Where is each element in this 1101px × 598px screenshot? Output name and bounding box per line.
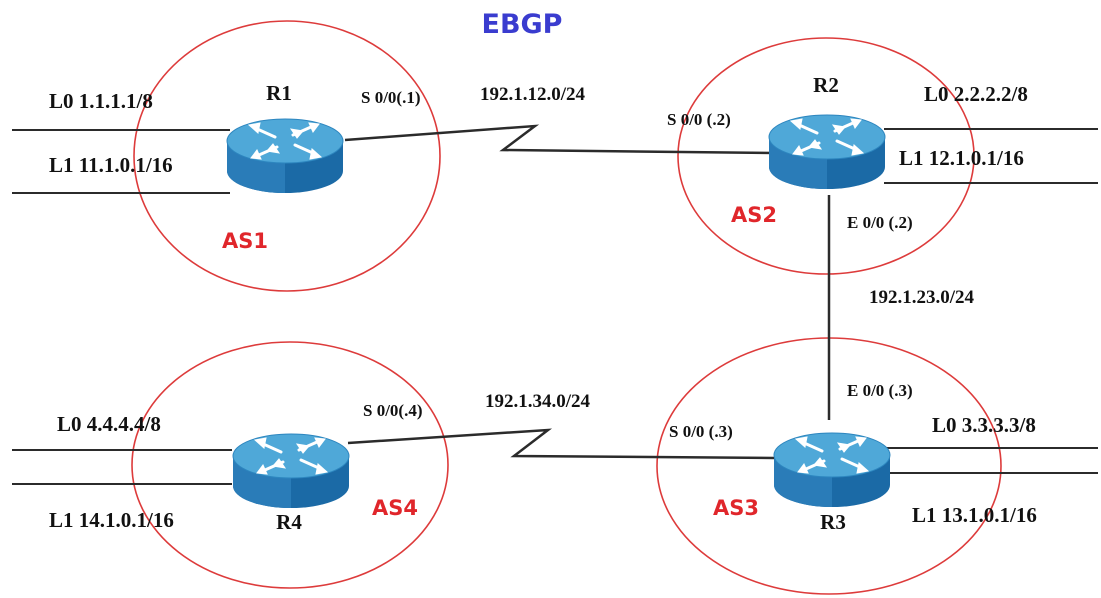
as1-label: AS1 xyxy=(222,229,268,253)
router-icon-r1[interactable] xyxy=(225,117,345,195)
as3-label: AS3 xyxy=(713,496,759,520)
r4-lo1-label: L1 14.1.0.1/16 xyxy=(49,508,174,532)
r2-eth-label: E 0/0 (.2) xyxy=(847,213,913,232)
r3-serial-label: S 0/0 (.3) xyxy=(669,422,733,441)
r2-lo1-label: L1 12.1.0.1/16 xyxy=(899,146,1024,170)
r4-name: R4 xyxy=(276,510,302,534)
r1-name: R1 xyxy=(266,81,292,105)
r2-lo0-label: L0 2.2.2.2/8 xyxy=(924,82,1028,106)
router-icon-r2[interactable] xyxy=(767,113,887,191)
r4-lo0-label: L0 4.4.4.4/8 xyxy=(57,412,161,436)
link-r1-r2-subnet: 192.1.12.0/24 xyxy=(480,84,586,105)
link-r3-r4-serial xyxy=(347,428,776,460)
router-icon-r3[interactable] xyxy=(772,431,892,509)
router-icon-r4[interactable] xyxy=(231,432,351,510)
r3-eth-label: E 0/0 (.3) xyxy=(847,381,913,400)
as1-boundary xyxy=(133,20,441,292)
r3-lo0-label: L0 3.3.3.3/8 xyxy=(932,413,1036,437)
link-r1-r2-serial xyxy=(344,124,776,155)
link-r2-r3-subnet: 192.1.23.0/24 xyxy=(869,287,975,308)
r4-serial-label: S 0/0(.4) xyxy=(363,401,423,420)
diagram-title: EBGP xyxy=(482,9,563,40)
as2-label: AS2 xyxy=(731,203,777,227)
r2-name: R2 xyxy=(813,73,839,97)
r1-lo0-label: L0 1.1.1.1/8 xyxy=(49,89,153,113)
as4-boundary xyxy=(131,341,449,589)
as4-label: AS4 xyxy=(372,496,418,520)
r3-lo1-label: L1 13.1.0.1/16 xyxy=(912,503,1037,527)
r3-name: R3 xyxy=(820,510,846,534)
r1-serial-label: S 0/0(.1) xyxy=(361,88,421,107)
link-r3-r4-subnet: 192.1.34.0/24 xyxy=(485,391,591,412)
r2-serial-label: S 0/0 (.2) xyxy=(667,110,731,129)
as2-boundary xyxy=(677,37,975,275)
r1-lo1-label: L1 11.1.0.1/16 xyxy=(49,153,173,177)
